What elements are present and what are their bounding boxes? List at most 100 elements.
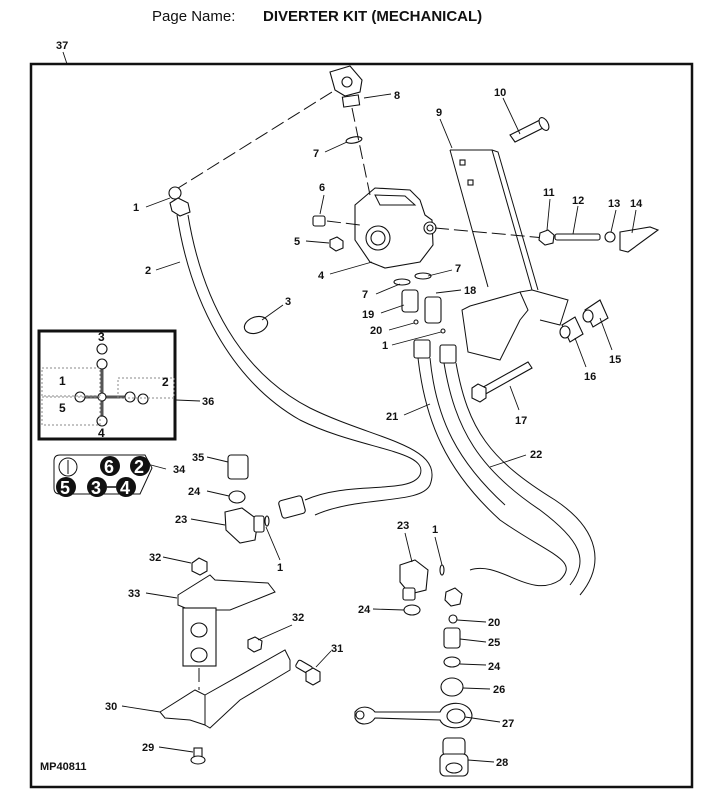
hose-22 — [439, 344, 596, 596]
elbow-23-lower — [399, 559, 429, 601]
callout-31: 31 — [331, 643, 343, 655]
callout-18: 18 — [464, 285, 476, 297]
leader-lines — [121, 93, 637, 763]
callout-28: 28 — [496, 757, 508, 769]
schematic-port-3: 3 — [98, 330, 105, 344]
o-ring-1 — [440, 328, 446, 334]
hose-21 — [413, 339, 567, 587]
callout-7: 7 — [362, 289, 368, 301]
callout-1: 1 — [277, 562, 283, 574]
page-name-label: Page Name: — [152, 8, 236, 25]
callout-34: 34 — [173, 464, 186, 476]
callout-11: 11 — [543, 187, 555, 199]
badge-6: 6 — [104, 457, 114, 477]
schematic-port-2: 2 — [162, 375, 169, 389]
callout-12: 12 — [572, 195, 584, 207]
elbow-fitting-8 — [329, 65, 363, 108]
mounting-bracket-9 — [449, 149, 569, 361]
callout-33: 33 — [128, 588, 140, 600]
adapter-25 — [443, 627, 461, 649]
callout-36: 36 — [202, 396, 214, 408]
page-header: Page Name: DIVERTER KIT (MECHANICAL) — [0, 8, 719, 28]
callout-37: 37 — [56, 40, 68, 52]
callout-32: 32 — [149, 552, 161, 564]
callout-8: 8 — [394, 90, 400, 102]
nut-11 — [538, 229, 555, 246]
knob-14 — [619, 226, 660, 253]
callout-21: 21 — [386, 411, 398, 423]
retaining-ring-26 — [440, 677, 464, 697]
nut-32 — [247, 636, 263, 653]
callout-2: 2 — [145, 265, 151, 277]
o-ring-7 — [345, 136, 363, 144]
plug-6 — [312, 215, 326, 227]
callout-3: 3 — [285, 296, 291, 308]
o-ring-1 — [264, 515, 270, 527]
callout-1: 1 — [432, 524, 438, 536]
callout-1: 1 — [382, 340, 388, 352]
hose-2 — [168, 186, 433, 519]
schematic-decal-36: 3 1 5 2 4 — [37, 329, 177, 441]
callout-16: 16 — [584, 371, 596, 383]
callout-26: 26 — [493, 684, 505, 696]
callout-13: 13 — [608, 198, 620, 210]
port-badge-decal-34: 6 2 5 3 4 — [53, 454, 153, 498]
diverter-valve — [354, 187, 437, 269]
o-ring-1 — [439, 564, 445, 576]
callout-7: 7 — [313, 148, 319, 160]
bolt-10 — [509, 117, 550, 143]
clamp-3 — [243, 315, 269, 335]
callout-27: 27 — [502, 718, 514, 730]
callout-20: 20 — [370, 325, 382, 337]
o-ring-24 — [228, 490, 246, 504]
o-ring-20 — [413, 319, 419, 325]
spacer-16 — [559, 316, 584, 343]
callout-23: 23 — [397, 520, 409, 532]
callout-32: 32 — [292, 612, 304, 624]
nut-13 — [604, 231, 616, 243]
callout-4: 4 — [318, 270, 325, 282]
bolt-17 — [471, 361, 533, 403]
callout-24: 24 — [358, 604, 371, 616]
o-ring-7 — [414, 272, 432, 280]
nut-5 — [329, 236, 344, 252]
callout-20: 20 — [488, 617, 500, 629]
lever-27 — [354, 702, 473, 729]
figure-frame — [29, 62, 694, 789]
callout-22: 22 — [530, 449, 542, 461]
badge-3: 3 — [91, 478, 101, 498]
badge-4: 4 — [120, 478, 130, 498]
adapter-35 — [227, 454, 249, 480]
badge-2: 2 — [134, 457, 144, 477]
bracket-30 — [159, 649, 291, 729]
bolt-31 — [295, 659, 321, 686]
bracket-33 — [177, 574, 276, 667]
callout-14: 14 — [630, 198, 643, 210]
adapter-19 — [401, 289, 419, 313]
callout-10: 10 — [494, 87, 506, 99]
callout-23: 23 — [175, 514, 187, 526]
callout-9: 9 — [436, 107, 442, 119]
callout-19: 19 — [362, 309, 374, 321]
callout-6: 6 — [319, 182, 325, 194]
callout-25: 25 — [488, 637, 500, 649]
callout-30: 30 — [105, 701, 117, 713]
bolt-29 — [190, 747, 206, 765]
o-ring-24 — [403, 604, 421, 616]
callout-29: 29 — [142, 742, 154, 754]
pin-12 — [554, 233, 601, 241]
callout-labels: 8 7 6 5 4 1 2 3 9 10 11 12 13 14 15 16 1… — [105, 87, 643, 769]
hose-end-fitting — [444, 587, 463, 607]
schematic-port-5: 5 — [59, 401, 66, 415]
callout-35: 35 — [192, 452, 204, 464]
nut-32 — [191, 557, 208, 576]
callout-17: 17 — [515, 415, 527, 427]
schematic-port-4: 4 — [98, 426, 105, 440]
callout-1: 1 — [133, 202, 139, 214]
page-title: DIVERTER KIT (MECHANICAL) — [263, 8, 483, 25]
o-ring-7 — [393, 278, 411, 286]
callout-15: 15 — [609, 354, 621, 366]
schematic-port-1: 1 — [59, 374, 66, 388]
adapter-18 — [424, 296, 442, 324]
